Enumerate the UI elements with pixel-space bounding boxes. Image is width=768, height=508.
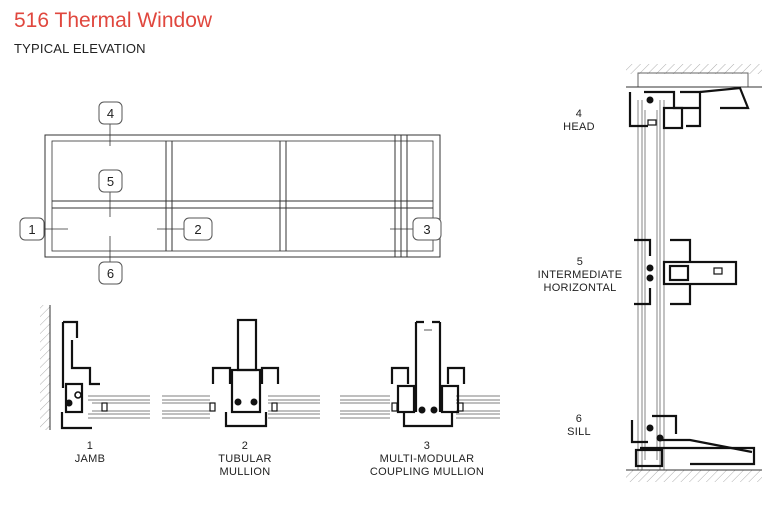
callout-4: 4: [98, 101, 123, 125]
callout-3: 3: [412, 217, 442, 241]
svg-text:1: 1: [28, 222, 35, 237]
svg-text:3: 3: [423, 222, 430, 237]
tubular-mullion-caption: 2 TUBULAR MULLION: [218, 440, 272, 478]
callout-1: 1: [19, 217, 45, 241]
jamb-section-detail: [40, 305, 150, 430]
callout-6: 6: [98, 261, 123, 285]
callout-5: 5: [98, 169, 123, 193]
page-subtitle: TYPICAL ELEVATION: [14, 41, 146, 56]
tubular-mullion-section-detail: [162, 318, 320, 428]
jamb-caption: 1 JAMB: [74, 440, 106, 465]
svg-text:2: 2: [194, 222, 201, 237]
svg-text:4: 4: [107, 106, 114, 121]
intermediate-horizontal-caption: 5 INTERMEDIATE HORIZONTAL: [537, 256, 623, 294]
window-elevation: [44, 124, 441, 262]
head-caption: 4 HEAD: [563, 108, 595, 133]
vertical-section-detail: [626, 64, 762, 482]
svg-text:5: 5: [107, 174, 114, 189]
sill-caption: 6 SILL: [567, 413, 591, 438]
svg-text:6: 6: [107, 266, 114, 281]
multi-modular-coupling-mullion-section-detail: [340, 320, 500, 428]
callout-2: 2: [183, 217, 213, 241]
multi-modular-caption: 3 MULTI-MODULAR COUPLING MULLION: [369, 440, 485, 478]
page-title: 516 Thermal Window: [14, 9, 213, 32]
